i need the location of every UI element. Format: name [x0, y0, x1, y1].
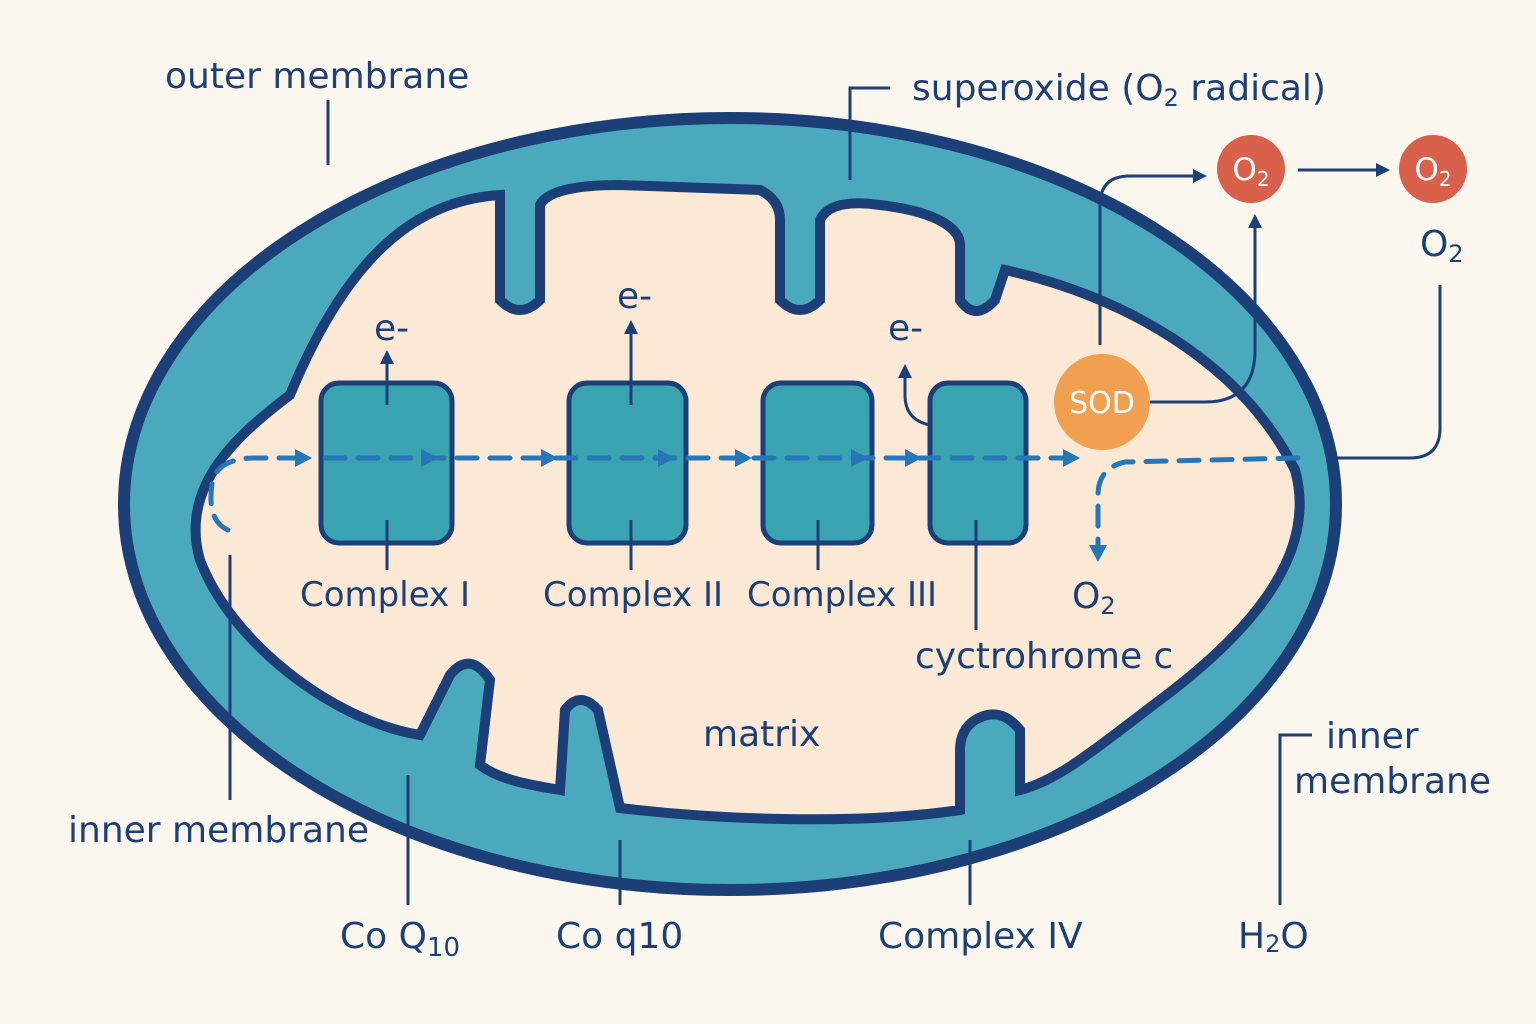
radical-2-label: O2 [1414, 152, 1451, 191]
flow-arrowhead-1 [295, 449, 312, 467]
superoxide-label: superoxide (O2 radical) [912, 68, 1326, 112]
matrix-shape [190, 179, 1305, 825]
electron-flow-start [208, 455, 298, 533]
water-label: H2O [1238, 916, 1309, 958]
complex-3-label: Complex III [747, 575, 937, 615]
complex-4-box [927, 380, 1029, 546]
flow-arrowhead-3 [541, 449, 558, 467]
inner-membrane-left-label: inner membrane [68, 810, 369, 851]
flow-arrowhead-8 [1063, 449, 1080, 467]
o2-right-label: O2 [1420, 224, 1464, 268]
flow-arrowhead-9 [1089, 545, 1107, 562]
complex-1-box [318, 380, 455, 546]
outer-membrane-label: outer membrane [165, 56, 469, 97]
o2-matrix-label: O2 [1072, 576, 1116, 620]
sod-to-radical-arrowhead [1193, 169, 1207, 183]
sod-circle [1054, 354, 1150, 450]
flow-arrowhead-7 [905, 449, 922, 467]
radical-up-arrowhead [1248, 214, 1262, 228]
radical-to-radical-arrowhead [1376, 163, 1390, 177]
superoxide-leader [848, 86, 890, 180]
coq10-b-label: Co q10 [556, 916, 683, 957]
sod-label: SOD [1069, 386, 1135, 421]
flow-arrowhead-5 [735, 449, 752, 467]
inner-membrane-right-label-1: inner [1326, 716, 1419, 757]
membrane-to-o2-line [1330, 285, 1442, 460]
e-arrow-3 [903, 372, 931, 427]
radical-1-label: O2 [1232, 152, 1269, 191]
e-label-3: e- [888, 308, 923, 349]
inner-membrane-right-label-2: membrane [1294, 761, 1491, 802]
matrix-label: matrix [703, 714, 820, 755]
complex-1-label: Complex I [300, 575, 470, 615]
superoxide-radical-1 [1217, 135, 1285, 203]
flow-arrowhead-2 [421, 449, 438, 467]
complex-2-box [566, 380, 689, 546]
superoxide-radical-2 [1399, 135, 1467, 203]
sod-to-radical-line [1098, 174, 1197, 345]
complex-iv-label: Complex IV [878, 916, 1083, 957]
e-arrowhead-2 [624, 320, 638, 334]
sod-to-radical-up-line [1150, 225, 1257, 404]
cytochrome-label: cyctrohrome c [915, 636, 1173, 677]
inner-membrane-right-leader [1278, 733, 1312, 905]
flow-arrowhead-6 [851, 449, 868, 467]
coq10-a-label: Co Q10 [340, 916, 460, 963]
complex-2-label: Complex II [543, 575, 723, 615]
flow-arrowhead-4 [658, 449, 675, 467]
electron-flow-to-matrix [1095, 455, 1301, 548]
e-arrowhead-1 [380, 350, 394, 364]
e-label-1: e- [374, 308, 409, 349]
e-arrowhead-3 [898, 364, 912, 378]
e-label-2: e- [617, 276, 652, 317]
